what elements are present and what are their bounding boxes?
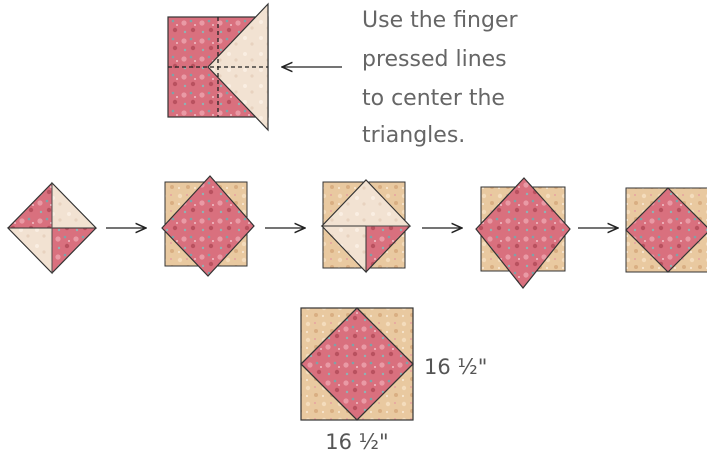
caption-line-1: Use the finger (362, 8, 518, 33)
step-4-block (475, 177, 571, 289)
step-3-block (320, 179, 412, 274)
height-dimension-label: 16 ½" (424, 355, 487, 379)
step-5-block (625, 187, 707, 273)
pink-diamond (161, 175, 255, 277)
cream-triangle-bottom (6, 227, 53, 275)
cream-triangle-bottom (320, 225, 367, 274)
top-step-block (167, 2, 269, 132)
caption-text: Use the finger pressed lines to center t… (362, 8, 525, 148)
caption-line-4: triangles. (362, 123, 465, 148)
step-2-block (161, 175, 255, 277)
pink-diamond (475, 177, 571, 289)
finished-block (300, 307, 414, 421)
pink-diamond (300, 307, 414, 421)
cream-triangle-top (51, 181, 98, 229)
pink-diamond (625, 187, 707, 273)
caption-line-3: to center the (362, 86, 505, 111)
step-1-block (6, 181, 98, 275)
width-dimension-label: 16 ½" (325, 430, 388, 454)
caption-line-2: pressed lines (362, 47, 507, 72)
